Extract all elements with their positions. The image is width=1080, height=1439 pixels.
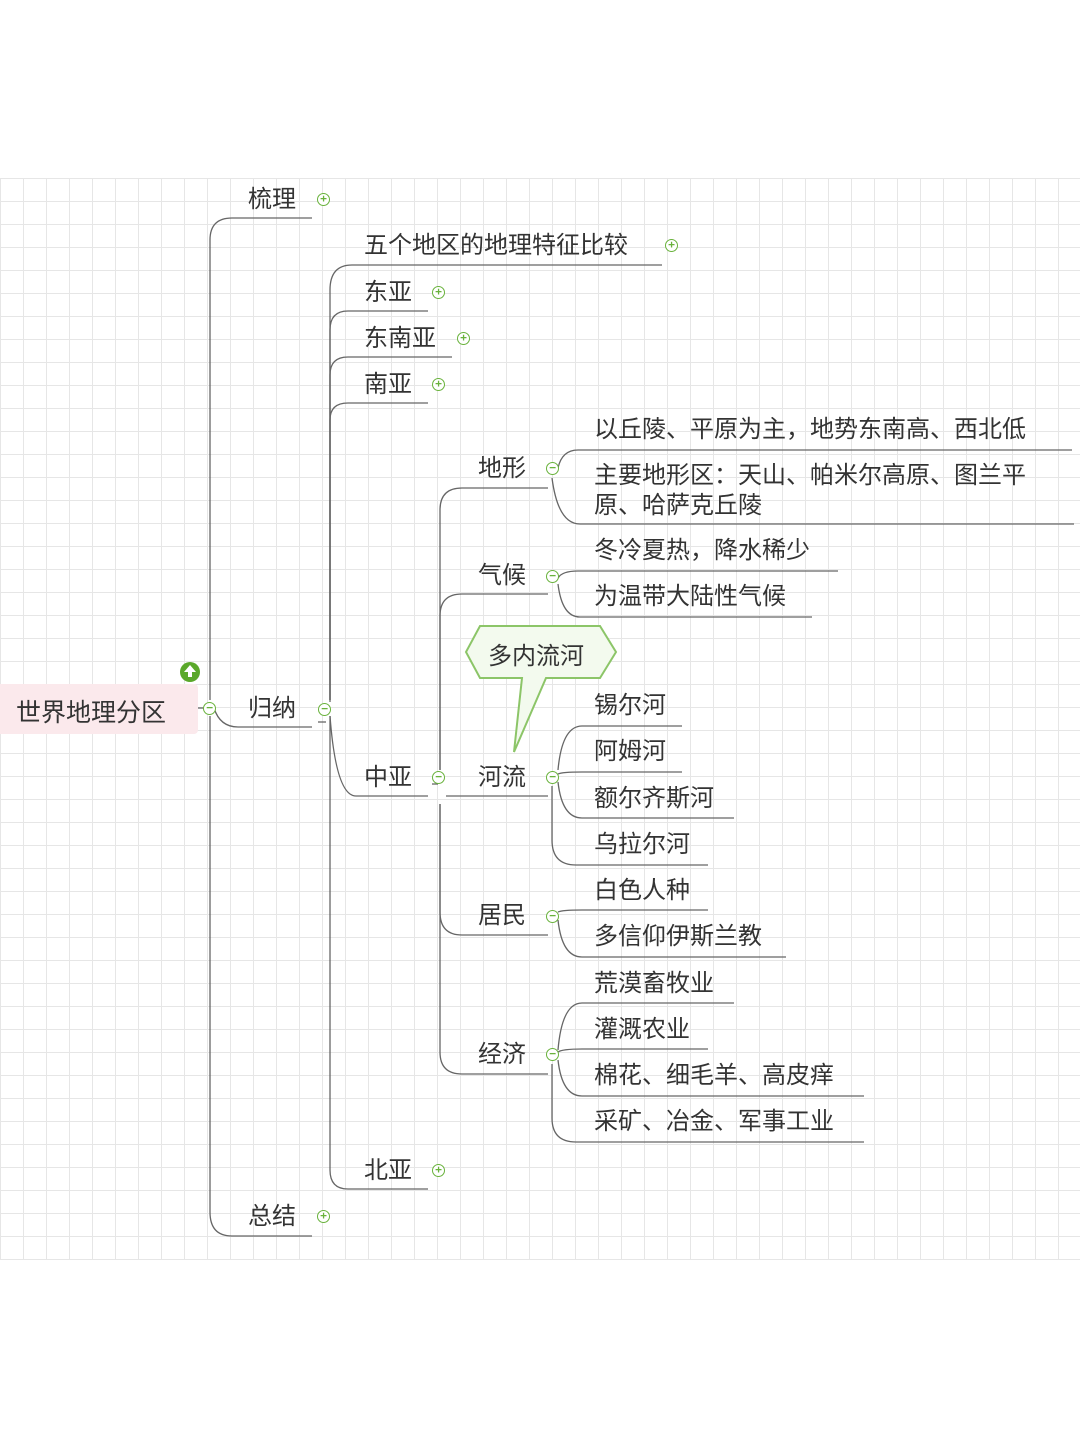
collapse-zhongya-icon[interactable]: −	[432, 771, 445, 784]
node-guina[interactable]: 归纳	[248, 694, 296, 722]
expand-compare-icon[interactable]: +	[665, 239, 678, 252]
node-zongjie[interactable]: 总结	[248, 1202, 296, 1230]
expand-zongjie-icon[interactable]: +	[317, 1210, 330, 1223]
collapse-qihou-icon[interactable]: −	[546, 570, 559, 583]
leaf-jingji-1[interactable]: 荒漠畜牧业	[594, 969, 714, 997]
leaf-dixing-1[interactable]: 以丘陵、平原为主，地势东南高、西北低	[594, 415, 1026, 443]
node-jingji[interactable]: 经济	[478, 1040, 526, 1068]
node-nanya[interactable]: 南亚	[364, 370, 412, 398]
node-zhongya[interactable]: 中亚	[364, 763, 412, 791]
collapse-jumin-icon[interactable]: −	[546, 910, 559, 923]
node-dixing[interactable]: 地形	[478, 454, 526, 482]
expand-dongya-icon[interactable]: +	[432, 286, 445, 299]
collapse-heliu-icon[interactable]: −	[546, 771, 559, 784]
callout-bubble[interactable]	[464, 624, 620, 760]
expand-beiya-icon[interactable]: +	[432, 1164, 445, 1177]
leaf-qihou-2[interactable]: 为温带大陆性气候	[594, 582, 786, 610]
expand-shuli-icon[interactable]: +	[317, 193, 330, 206]
callout-label: 多内流河	[488, 642, 584, 670]
leaf-jingji-3[interactable]: 棉花、细毛羊、高皮痒	[594, 1061, 834, 1089]
node-qihou[interactable]: 气候	[478, 561, 526, 589]
collapse-jingji-icon[interactable]: −	[546, 1048, 559, 1061]
root-label: 世界地理分区	[16, 698, 167, 727]
node-heliu[interactable]: 河流	[478, 763, 526, 791]
leaf-jumin-2[interactable]: 多信仰伊斯兰教	[594, 922, 762, 950]
expand-dongnanya-icon[interactable]: +	[457, 332, 470, 345]
leaf-jingji-2[interactable]: 灌溉农业	[594, 1015, 690, 1043]
node-beiya[interactable]: 北亚	[364, 1156, 412, 1184]
leaf-qihou-1[interactable]: 冬冷夏热，降水稀少	[594, 536, 810, 564]
node-compare[interactable]: 五个地区的地理特征比较	[364, 231, 628, 259]
node-dongnanya[interactable]: 东南亚	[364, 324, 436, 352]
collapse-guina-icon[interactable]: −	[318, 703, 331, 716]
leaf-jumin-1[interactable]: 白色人种	[594, 876, 690, 904]
up-arrow-icon[interactable]	[180, 662, 200, 682]
leaf-dixing-2[interactable]: 主要地形区：天山、帕米尔高原、图兰平原、哈萨克丘陵	[594, 461, 1026, 519]
root-node[interactable]: 世界地理分区	[0, 684, 198, 734]
collapse-root-icon[interactable]: −	[203, 702, 216, 715]
leaf-heliu-1[interactable]: 锡尔河	[594, 691, 666, 719]
node-shuli[interactable]: 梳理	[248, 185, 296, 213]
leaf-heliu-3[interactable]: 额尔齐斯河	[594, 784, 714, 812]
expand-nanya-icon[interactable]: +	[432, 378, 445, 391]
leaf-heliu-2[interactable]: 阿姆河	[594, 737, 666, 765]
node-jumin[interactable]: 居民	[478, 901, 526, 929]
leaf-jingji-4[interactable]: 采矿、冶金、军事工业	[594, 1107, 834, 1135]
collapse-dixing-icon[interactable]: −	[546, 462, 559, 475]
leaf-heliu-4[interactable]: 乌拉尔河	[594, 830, 690, 858]
node-dongya[interactable]: 东亚	[364, 278, 412, 306]
